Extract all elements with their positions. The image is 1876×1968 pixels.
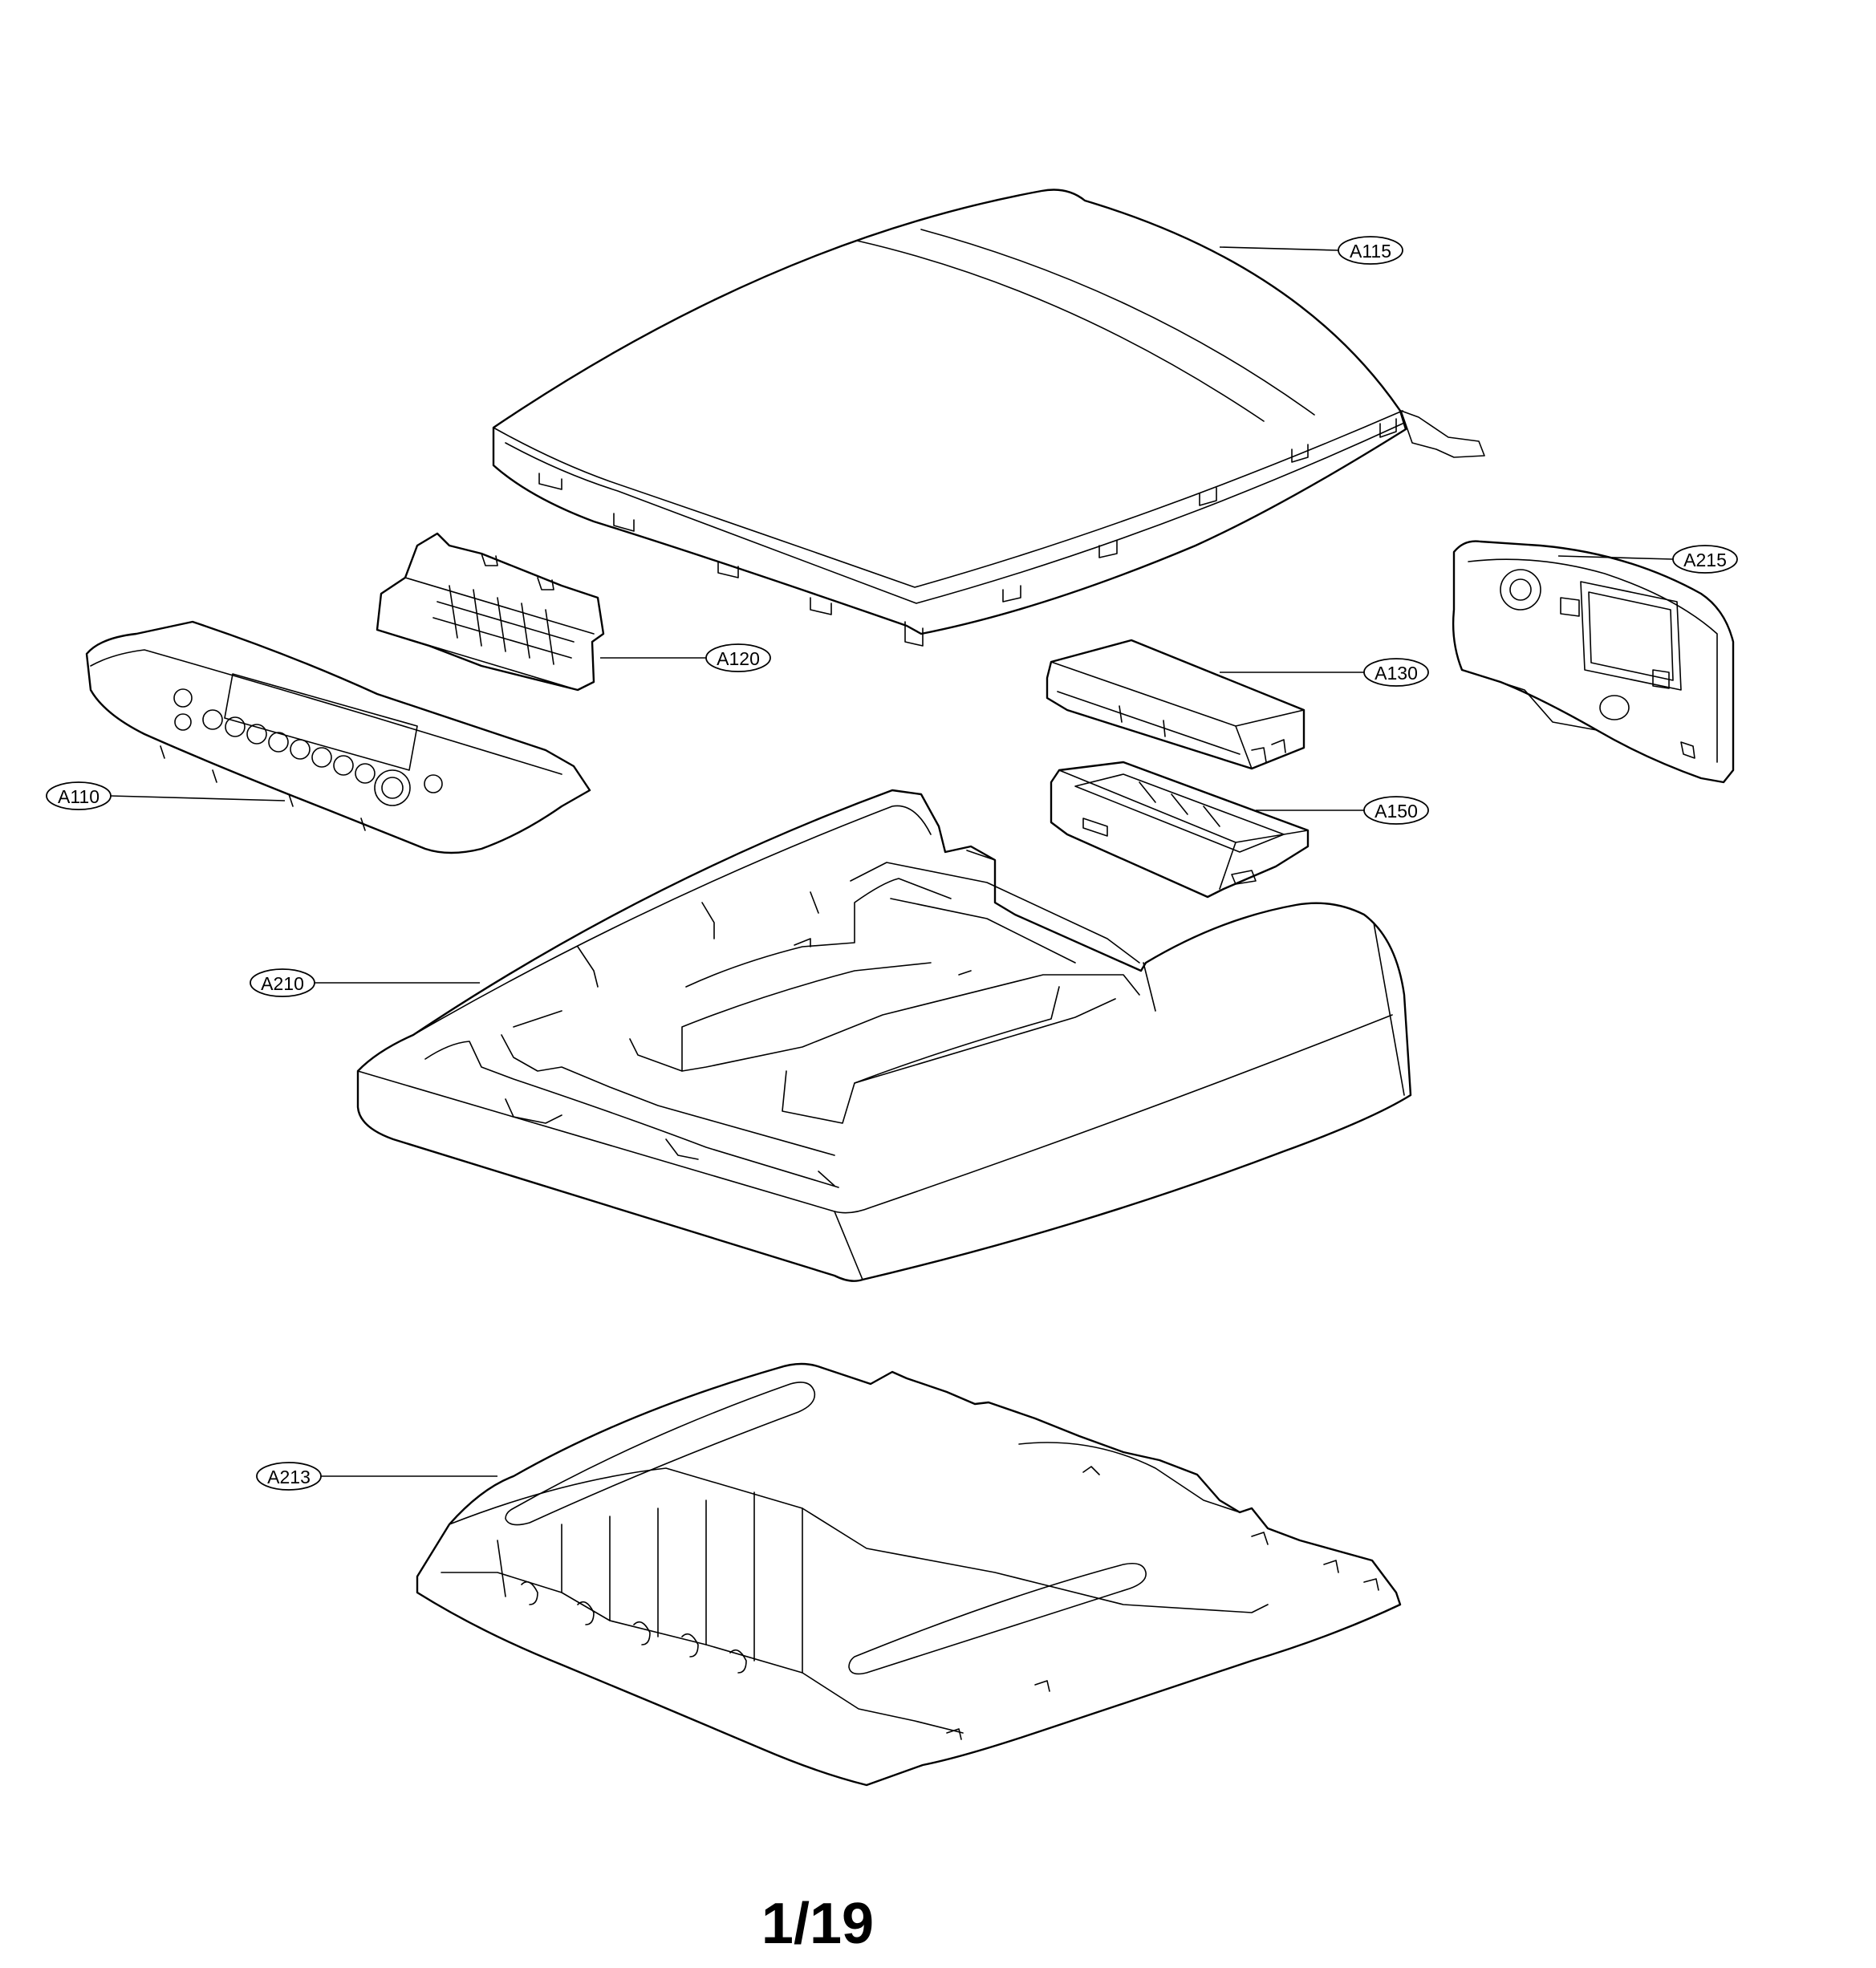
- callout-a130: A130: [1363, 658, 1429, 687]
- part-top-frame: [356, 789, 1412, 1282]
- part-rear-bracket: [1452, 540, 1735, 784]
- callout-a213-label: A213: [267, 1467, 311, 1487]
- callout-a130-label: A130: [1375, 663, 1418, 684]
- callout-a110: A110: [46, 781, 112, 810]
- callout-a150: A150: [1363, 796, 1429, 825]
- part-control-board: [376, 532, 605, 692]
- callout-a115-label: A115: [1350, 241, 1391, 262]
- callout-a115: A115: [1338, 236, 1403, 265]
- part-tray-case: [1050, 761, 1310, 899]
- part-enclosure-box: [1046, 639, 1305, 770]
- leader-lines: [110, 246, 1674, 1477]
- callout-a213: A213: [256, 1462, 322, 1491]
- callout-a210-label: A210: [261, 973, 304, 994]
- callout-a120-label: A120: [717, 648, 760, 669]
- callout-a110-label: A110: [58, 786, 99, 807]
- callout-a150-label: A150: [1375, 801, 1418, 822]
- callout-a215-label: A215: [1683, 550, 1727, 570]
- page-number: 1/19: [761, 1892, 875, 1956]
- callout-a120: A120: [705, 643, 771, 672]
- callout-a215: A215: [1672, 545, 1738, 574]
- part-control-panel: [85, 620, 591, 854]
- part-top-cover: [492, 189, 1485, 647]
- part-base-plate: [416, 1362, 1402, 1787]
- callout-a210: A210: [250, 968, 315, 997]
